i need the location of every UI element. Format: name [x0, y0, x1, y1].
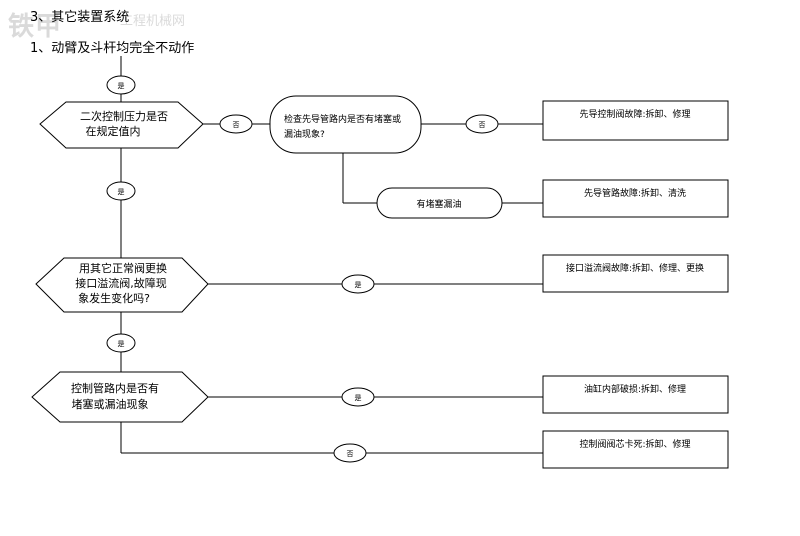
svg-text:是: 是: [118, 188, 125, 196]
no-circle-d2: 是: [341, 274, 375, 294]
watermark-logo: 铁甲: [8, 12, 63, 42]
yes-circle-d2: 是: [106, 333, 136, 353]
svg-text:否: 否: [347, 450, 354, 458]
svg-text:油缸内部破损:拆卸、修理: 油缸内部破损:拆卸、修理: [584, 383, 686, 395]
svg-text:有堵塞漏油: 有堵塞漏油: [416, 198, 461, 210]
result-spool: 控制阀阀芯卡死:拆卸、修理: [542, 430, 729, 469]
decision-replace-valve: 用其它正常阀更换 接口溢流阀,故障现 象发生变化吗?: [35, 257, 209, 313]
section-title: 3、其它装置系统: [30, 10, 130, 25]
result-relief-valve: 接口溢流阀故障:拆卸、修理、更换: [542, 254, 729, 293]
svg-text:漏油现象?: 漏油现象?: [284, 128, 325, 140]
no-circle-d1: 否: [219, 114, 253, 134]
svg-text:是: 是: [355, 394, 362, 402]
svg-text:控制阀阀芯卡死:拆卸、修理: 控制阀阀芯卡死:拆卸、修理: [579, 438, 690, 450]
svg-text:在规定值内: 在规定值内: [86, 124, 141, 138]
svg-text:堵塞或漏油现象: 堵塞或漏油现象: [72, 397, 149, 411]
branch-labels: 是 否 否 是 是 是 是 否: [106, 75, 499, 463]
svg-text:是: 是: [118, 340, 125, 348]
svg-text:先导管路故障:拆卸、清洗: 先导管路故障:拆卸、清洗: [584, 187, 686, 199]
svg-text:检查先导管路内是否有堵塞或: 检查先导管路内是否有堵塞或: [284, 113, 401, 125]
svg-text:控制管路内是否有: 控制管路内是否有: [71, 381, 159, 395]
section-subtitle: 1、动臂及斗杆均完全不动作: [30, 41, 195, 56]
result-pilot-valve: 先导控制阀故障:拆卸、修理: [542, 100, 729, 141]
yes-circle-top: 是: [106, 75, 136, 95]
result-pilot-pipe: 先导管路故障:拆卸、清洗: [542, 179, 729, 218]
svg-text:是: 是: [355, 281, 362, 289]
yes-circle-d1: 是: [106, 181, 136, 201]
svg-text:否: 否: [233, 121, 240, 129]
svg-text:象发生变化吗?: 象发生变化吗?: [78, 291, 150, 305]
svg-text:否: 否: [479, 121, 486, 129]
svg-text:用其它正常阀更换: 用其它正常阀更换: [79, 261, 167, 275]
yes-circle-d3: 是: [341, 387, 375, 407]
decision-control-pipe: 控制管路内是否有 堵塞或漏油现象: [31, 371, 209, 423]
result-cylinder: 油缸内部破损:拆卸、修理: [542, 375, 729, 414]
svg-text:二次控制压力是否: 二次控制压力是否: [80, 109, 168, 123]
svg-text:先导控制阀故障:拆卸、修理: 先导控制阀故障:拆卸、修理: [579, 108, 690, 120]
process-check-pipeline: 检查先导管路内是否有堵塞或 漏油现象?: [269, 95, 422, 154]
no-circle-d3: 否: [333, 443, 367, 463]
decision-pressure: 二次控制压力是否 在规定值内: [39, 101, 204, 149]
svg-text:接口溢流阀故障:拆卸、修理、更换: 接口溢流阀故障:拆卸、修理、更换: [566, 262, 704, 274]
no-circle-check1: 否: [465, 114, 499, 134]
process-leak: 有堵塞漏油: [376, 187, 503, 219]
watermark-text: 工程机械网: [120, 14, 186, 29]
svg-text:接口溢流阀,故障现: 接口溢流阀,故障现: [75, 276, 167, 290]
svg-text:是: 是: [118, 82, 125, 90]
